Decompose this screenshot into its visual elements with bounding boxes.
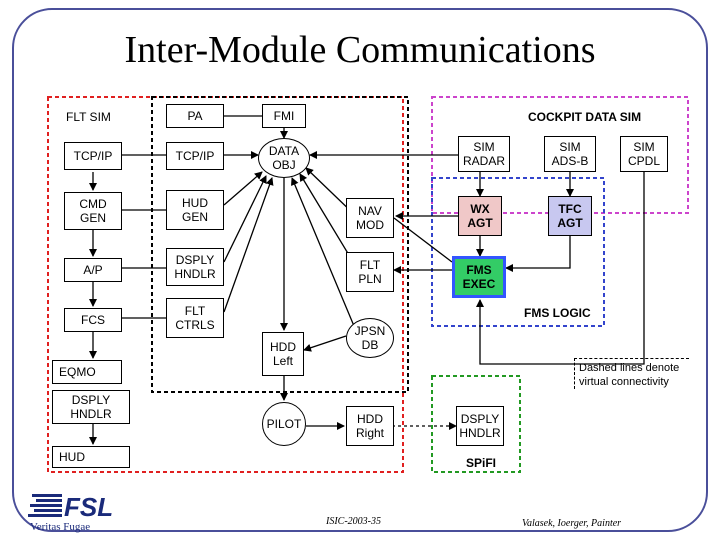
cockpit-data-sim-label: COCKPIT DATA SIM bbox=[528, 110, 642, 124]
footer-right-text: Valasek, Ioerger, Painter bbox=[522, 518, 622, 529]
spifi-label: SPiFI bbox=[466, 456, 497, 470]
fcs-box[interactable]: FCS bbox=[64, 308, 122, 332]
pa-box[interactable]: PA bbox=[166, 104, 224, 128]
jpsn-db-oval[interactable]: JPSN DB bbox=[346, 318, 394, 358]
connector-tfc-fms bbox=[505, 236, 571, 272]
fsl-logo-text: FSL bbox=[64, 492, 113, 522]
center-dsply-hndlr-box[interactable]: DSPLY HNDLR bbox=[166, 248, 224, 286]
flt-sim-label: FLT SIM bbox=[66, 110, 111, 124]
fsl-logo-motto: Veritas Fugae bbox=[30, 521, 90, 533]
hud-box[interactable]: HUD bbox=[52, 446, 130, 468]
connector-jpsn-hddleft bbox=[303, 335, 347, 352]
connector-dsply-dataobj bbox=[223, 175, 267, 263]
fms-logic-group-outline bbox=[431, 177, 605, 327]
flt-sim-tcp-box[interactable]: TCP/IP bbox=[64, 142, 122, 170]
flt-pln-box[interactable]: FLT PLN bbox=[346, 252, 394, 292]
fms-exec-box[interactable]: FMS EXEC bbox=[452, 256, 506, 298]
center-tcp-box[interactable]: TCP/IP bbox=[166, 142, 224, 170]
sim-ads-b-box[interactable]: SIM ADS-B bbox=[544, 136, 596, 172]
ap-box[interactable]: A/P bbox=[64, 258, 122, 282]
connector-jpsn-dataobj bbox=[291, 177, 355, 327]
connector-nav-fms bbox=[393, 217, 453, 263]
fsl-logo: FSL Veritas Fugae bbox=[24, 490, 134, 534]
flt-ctrls-box[interactable]: FLT CTRLS bbox=[166, 298, 224, 338]
hud-gen-box[interactable]: HUD GEN bbox=[166, 190, 224, 230]
slide-frame bbox=[12, 8, 708, 532]
sim-radar-box[interactable]: SIM RADAR bbox=[458, 136, 510, 172]
connector-fltctrls-dataobj bbox=[223, 177, 274, 313]
spifi-dsply-hndlr-box[interactable]: DSPLY HNDLR bbox=[456, 406, 504, 446]
footer-center-text: ISIC-2003-35 bbox=[326, 516, 381, 527]
fms-logic-label: FMS LOGIC bbox=[524, 306, 591, 320]
wx-agt-box[interactable]: WX AGT bbox=[458, 196, 502, 236]
hdd-left-box[interactable]: HDD Left bbox=[262, 332, 304, 376]
fmi-box[interactable]: FMI bbox=[262, 104, 306, 128]
spifi-group-outline bbox=[431, 375, 521, 473]
dashed-lines-note: Dashed lines denote virtual connectivity bbox=[574, 358, 689, 389]
data-obj-oval[interactable]: DATA OBJ bbox=[258, 138, 310, 178]
cmd-gen-box[interactable]: CMD GEN bbox=[64, 192, 122, 230]
connector-hudgen-dataobj bbox=[223, 171, 263, 206]
hdd-right-box[interactable]: HDD Right bbox=[346, 406, 394, 446]
center-group-outline bbox=[151, 96, 409, 393]
fsl-logo-mark: FSL Veritas Fugae bbox=[28, 492, 113, 533]
slide-title: Inter-Module Communications bbox=[124, 29, 596, 71]
sim-cpdl-box[interactable]: SIM CPDL bbox=[620, 136, 668, 172]
connector-cpdl-fms bbox=[476, 172, 645, 365]
eqmo-box[interactable]: EQMO bbox=[52, 360, 122, 384]
pilot-oval[interactable]: PILOT bbox=[262, 402, 306, 446]
tfc-agt-box[interactable]: TFC AGT bbox=[548, 196, 592, 236]
hud-group-dsply-hndlr-box[interactable]: DSPLY HNDLR bbox=[52, 390, 130, 424]
nav-mod-box[interactable]: NAV MOD bbox=[346, 198, 394, 238]
